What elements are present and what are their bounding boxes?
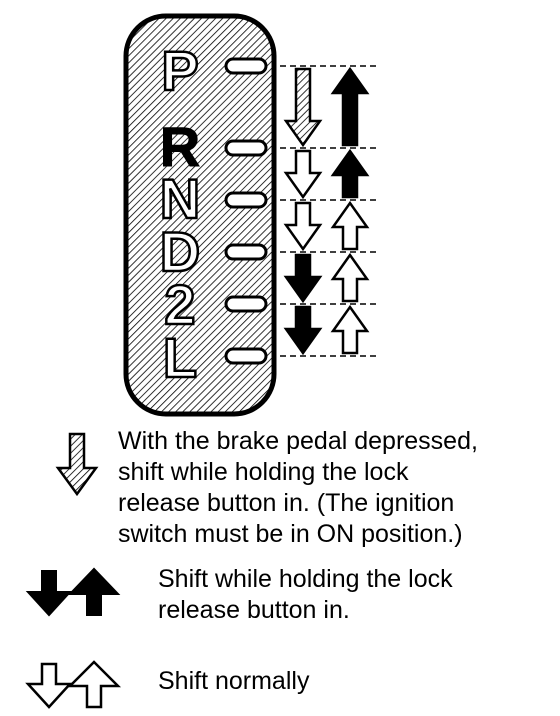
up-arrow-n-d — [330, 200, 370, 251]
down-arrow-d-2 — [283, 253, 323, 304]
gear-label-d: D — [160, 220, 200, 283]
gear-slot-2 — [224, 295, 268, 313]
gear-slot-p — [224, 57, 268, 75]
gear-label-n: N — [160, 167, 200, 230]
gear-slots — [224, 57, 268, 365]
shifter-gate — [123, 13, 277, 417]
outline-up-arrow-icon — [66, 660, 122, 709]
down-arrow-r-n — [283, 149, 323, 200]
up-arrow-r-n — [330, 148, 370, 199]
gear-label-p: P — [161, 39, 198, 102]
down-arrow-2-l — [283, 305, 323, 356]
legend-normal-text: Shift normally — [158, 667, 310, 695]
transition-arrows — [283, 66, 370, 356]
gear-slot-r — [224, 139, 268, 157]
outline-down-arrow-icon — [25, 662, 73, 709]
hatched-down-arrow-icon — [55, 432, 99, 497]
legend-brake-text: With the brake pedal depressed, shift wh… — [118, 427, 478, 548]
gear-slot-d — [224, 243, 268, 261]
gear-slot-n — [224, 191, 268, 209]
solid-up-arrow-icon — [67, 567, 121, 616]
gear-slot-l — [224, 347, 268, 365]
gear-label-2: 2 — [164, 273, 195, 336]
legend-lock-text: Shift while holding the lock release but… — [158, 565, 453, 624]
up-arrow-d-2 — [330, 252, 370, 303]
position-guide-lines — [280, 65, 378, 357]
down-arrow-p-r — [283, 67, 323, 148]
up-arrow-p-r — [330, 66, 370, 147]
gear-labels: P R N D 2 L — [159, 38, 202, 391]
up-arrow-2-l — [330, 304, 370, 355]
gear-label-l: L — [163, 326, 197, 389]
solid-down-arrow-icon — [25, 570, 73, 617]
down-arrow-n-d — [283, 201, 323, 252]
gear-label-r: R — [160, 115, 200, 178]
legend-icons — [25, 432, 122, 709]
